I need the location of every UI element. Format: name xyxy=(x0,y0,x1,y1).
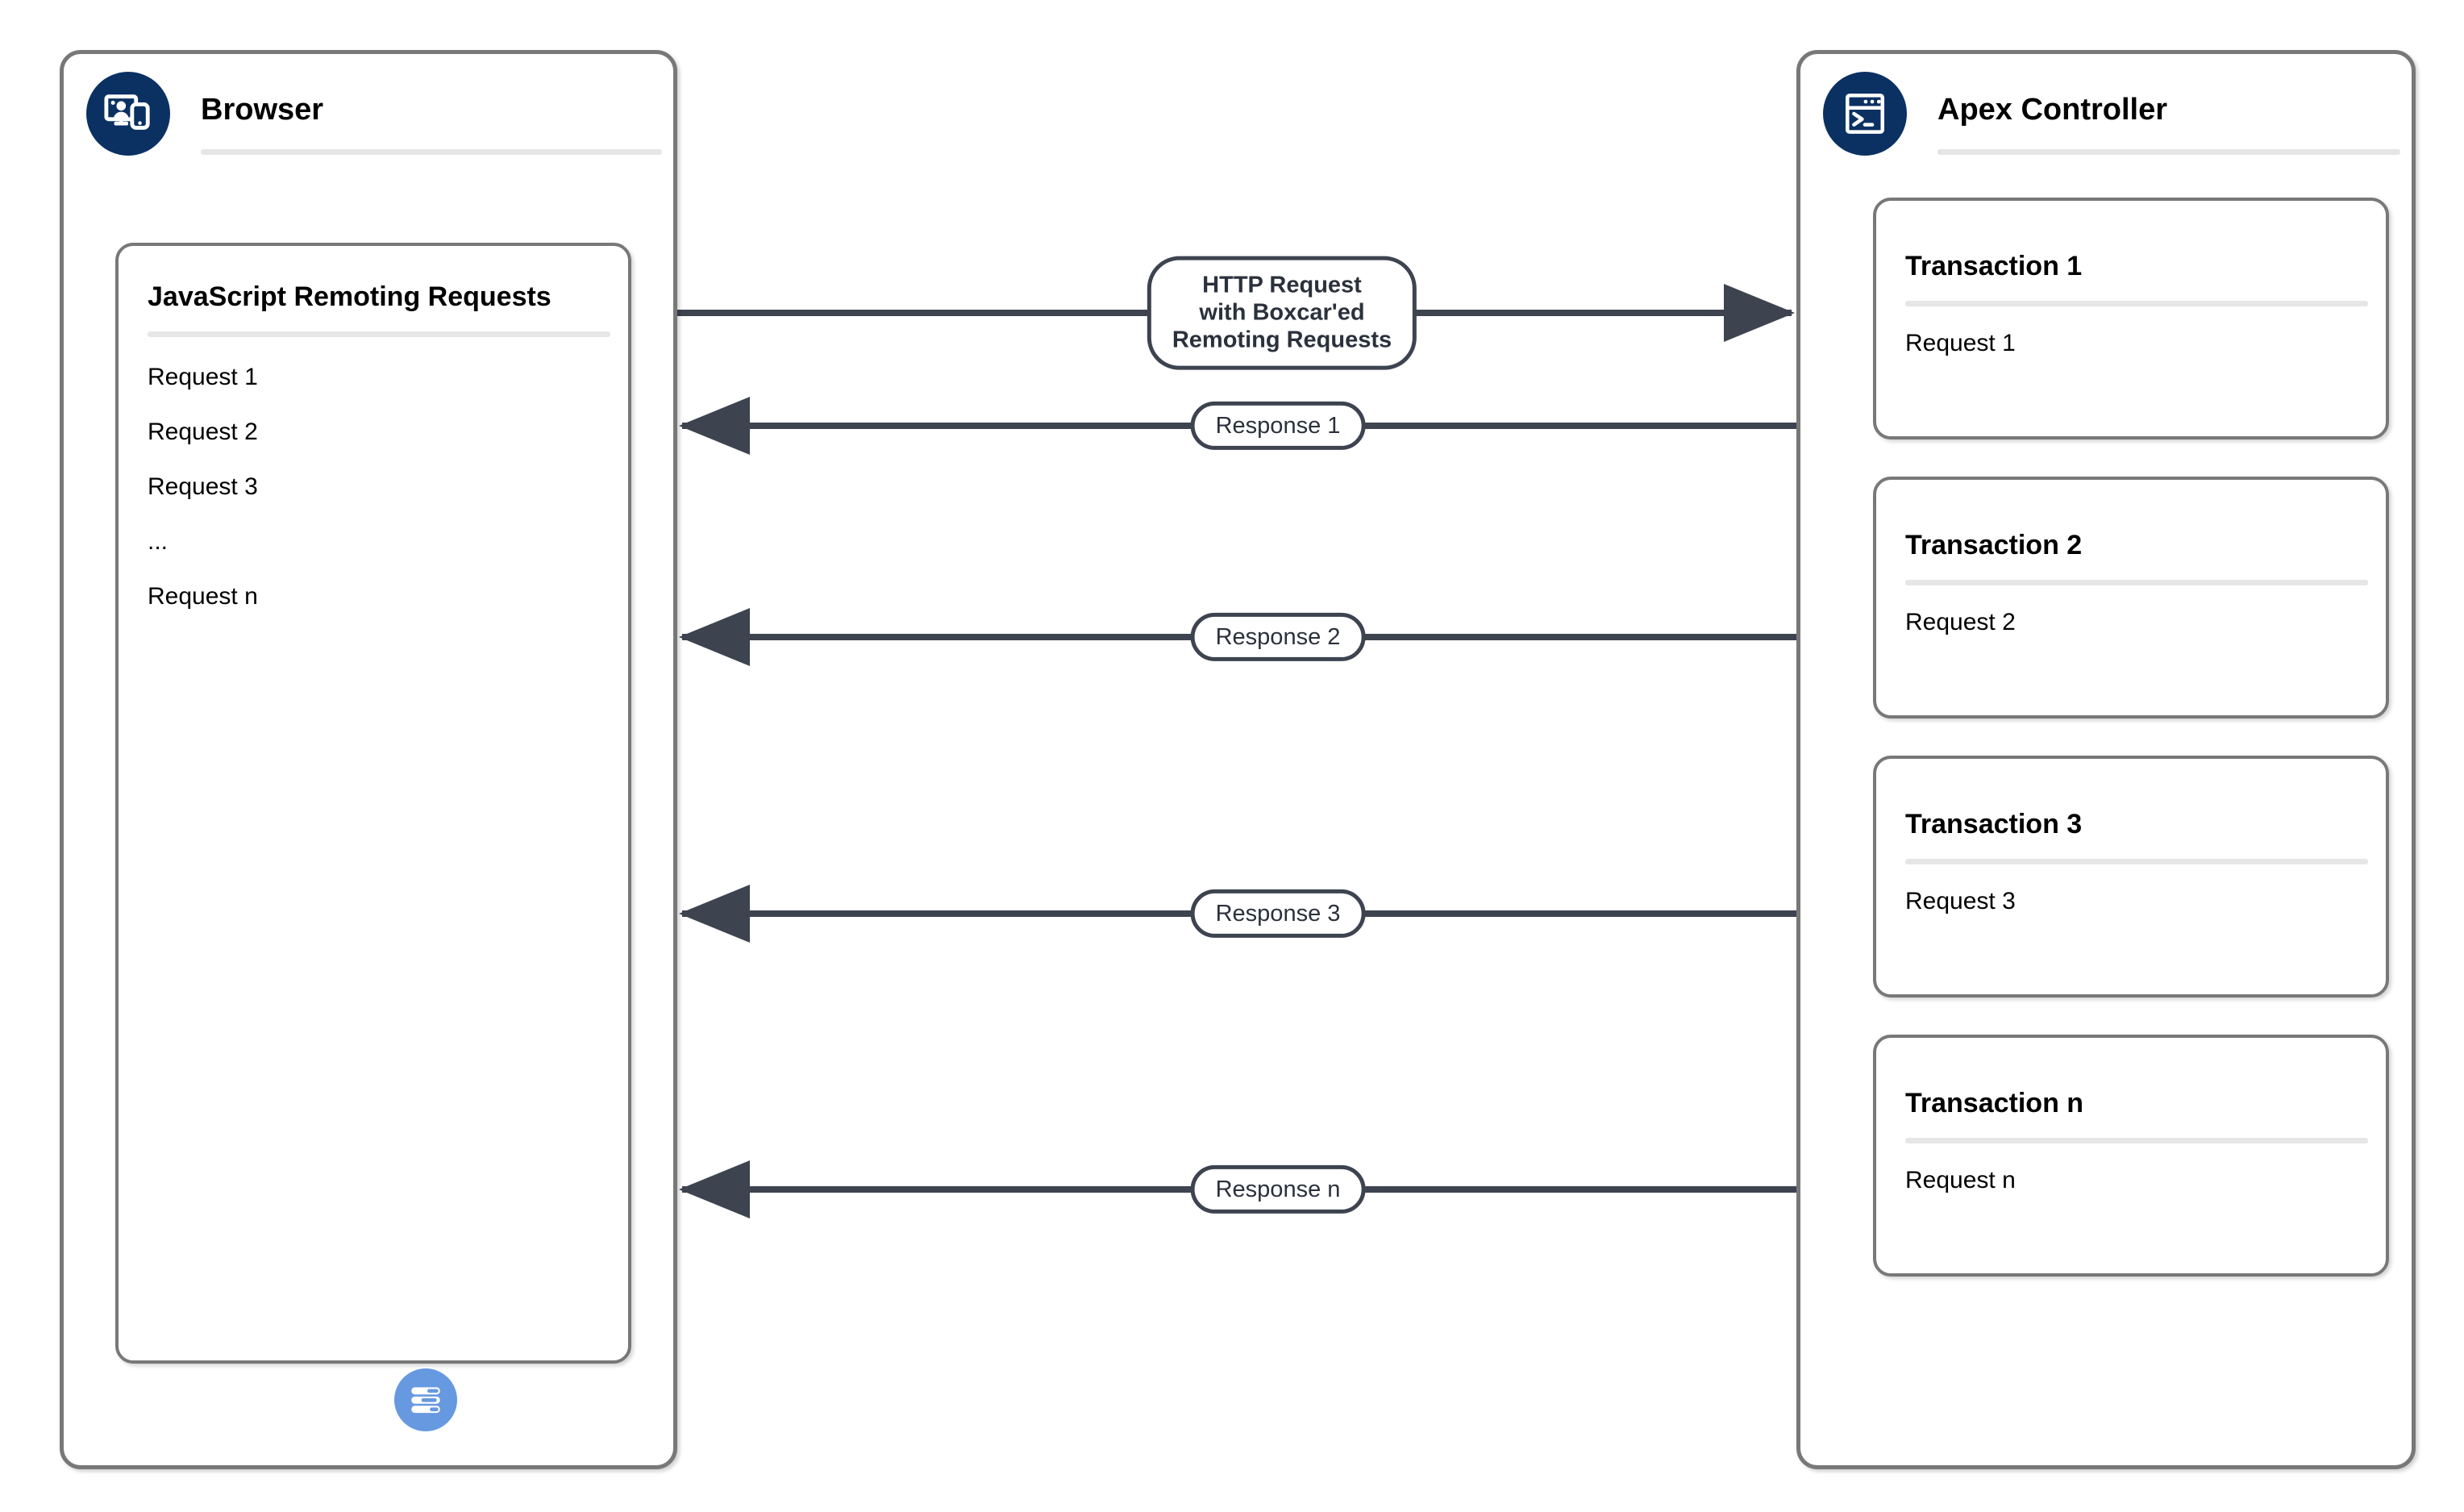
browser-panel-header: Browser xyxy=(64,54,673,175)
response-edge-label-3: Response 3 xyxy=(1190,889,1366,939)
transaction-card-divider xyxy=(1905,301,2368,306)
transaction-card: Transaction 3 Request 3 xyxy=(1873,756,2389,998)
list-item: Request 1 xyxy=(148,364,258,390)
monitor-mobile-icon xyxy=(86,72,170,156)
transaction-card-divider xyxy=(1905,580,2368,585)
terminal-window-icon xyxy=(1823,72,1907,156)
stacked-bars-icon xyxy=(394,1368,457,1431)
list-item: Request 2 xyxy=(148,419,258,445)
transaction-card-divider xyxy=(1905,1138,2368,1143)
transaction-card-title: Transaction 1 xyxy=(1905,251,2083,281)
apex-header-divider xyxy=(1937,149,2400,155)
javascript-remoting-requests-card: JavaScript Remoting Requests Request 1 R… xyxy=(115,243,631,1364)
transaction-card: Transaction 2 Request 2 xyxy=(1873,477,2389,719)
request-edge-label-line-3: Remoting Requests xyxy=(1172,327,1392,354)
response-edge-label-4: Response n xyxy=(1190,1164,1366,1214)
browser-panel-title: Browser xyxy=(201,93,324,127)
apex-panel-title: Apex Controller xyxy=(1937,93,2168,127)
response-edge-label-1: Response 1 xyxy=(1190,401,1366,451)
js-card-divider xyxy=(148,331,610,337)
request-edge-label-line-1: HTTP Request xyxy=(1202,272,1362,298)
apex-controller-panel: Apex Controller Transaction 1 Request 1 … xyxy=(1796,50,2416,1469)
request-edge-label-line-2: with Boxcar'ed xyxy=(1199,299,1365,326)
apex-panel-header: Apex Controller xyxy=(1800,54,2412,175)
transaction-card: Transaction 1 Request 1 xyxy=(1873,198,2389,439)
transaction-card-request: Request 1 xyxy=(1905,330,2016,356)
list-item: Request 3 xyxy=(148,473,258,500)
response-edge-label-2: Response 2 xyxy=(1190,612,1366,662)
transaction-card-title: Transaction 2 xyxy=(1905,530,2083,560)
transaction-card: Transaction n Request n xyxy=(1873,1035,2389,1277)
browser-header-divider xyxy=(201,149,662,155)
transaction-card-request: Request 3 xyxy=(1905,888,2016,914)
request-edge-label: HTTP Request with Boxcar'ed Remoting Req… xyxy=(1147,256,1417,370)
transaction-card-request: Request n xyxy=(1905,1167,2016,1193)
transaction-card-request: Request 2 xyxy=(1905,609,2016,635)
browser-panel: Browser JavaScript Remoting Requests Req… xyxy=(60,50,677,1469)
list-item: ... xyxy=(148,528,169,555)
js-card-title: JavaScript Remoting Requests xyxy=(148,281,551,312)
transaction-card-title: Transaction 3 xyxy=(1905,809,2083,839)
transaction-card-title: Transaction n xyxy=(1905,1088,2084,1118)
list-item: Request n xyxy=(148,583,258,610)
transaction-card-divider xyxy=(1905,859,2368,864)
